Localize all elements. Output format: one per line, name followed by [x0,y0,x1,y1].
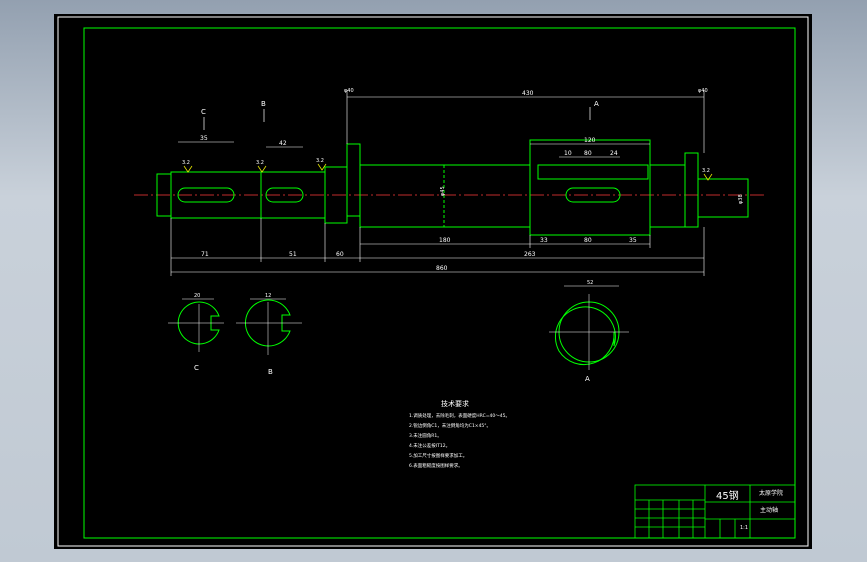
material-label: 45钢 [716,489,739,502]
tech-req-line-3: 3.未注圆角R1。 [409,432,442,439]
scale-label: 1:1 [740,525,748,531]
section-markers: C B A [201,100,599,130]
view-label-c: C [194,364,199,372]
title-block [634,484,796,539]
keyways [177,164,649,203]
dim-seg-1: 71 [201,251,209,258]
roughness-3: 3.2 [316,158,324,164]
section-width-b: 12 [265,293,271,299]
roughness-4: 3.2 [702,168,710,174]
tech-req-line-5: 5.加工尺寸按图样要求加工。 [409,452,467,459]
section-view-b: 12 B [236,293,302,376]
view-label-b: B [268,368,273,376]
technical-requirements: 技术要求 1.调质处理，去除毛刺，表面硬度HRC=40～45。 2.锐边倒角C1… [409,399,510,469]
inner-frame [83,27,796,539]
roughness-2: 3.2 [256,160,264,166]
section-label-b: B [261,100,266,108]
tech-req-line-4: 4.未注公差按IT12。 [409,442,450,449]
dim-seg-7: 35 [629,237,637,244]
dim-seg-3: 60 [336,251,344,258]
tech-req-line-1: 1.调质处理，去除毛刺，表面硬度HRC=40～45。 [409,412,510,419]
tech-req-line-2: 2.锐边倒角C1，未注倒角均为C1×45°。 [409,422,491,429]
section-label-a: A [594,100,599,108]
dim-key-a-2: 80 [584,150,592,157]
section-width-a: 52 [587,280,593,286]
section-width-c: 20 [194,293,200,299]
dim-seg-6: 80 [584,237,592,244]
dim-key-b: 42 [279,140,287,147]
dim-key-a-1: 10 [564,150,572,157]
shaft-drawing: 430 φ40 φ40 120 35 42 10 80 24 71 51 60 … [57,16,809,547]
dim-seg-4: 180 [439,237,451,244]
section-label-c: C [201,108,206,116]
drawing-sheet: 430 φ40 φ40 120 35 42 10 80 24 71 51 60 … [54,14,812,549]
view-label-a: A [585,375,590,383]
dim-overall-top: 430 [522,90,534,97]
part-name-label: 主动轴 [760,506,778,514]
dim-total-bottom: 860 [436,265,448,272]
section-view-c: 20 C [168,293,224,372]
dim-bearing-right: φ40 [698,88,708,94]
roughness-marks: 3.2 3.2 3.2 3.2 [182,158,713,181]
section-view-a: 52 A [549,280,629,383]
dim-seg-5: 33 [540,237,548,244]
dim-key-c: 35 [200,135,208,142]
outer-frame [57,16,809,547]
tech-req-heading: 技术要求 [441,399,469,408]
school-label: 太原学院 [759,489,783,497]
roughness-1: 3.2 [182,160,190,166]
dimension-lines [170,90,705,276]
dim-hub-width: 120 [584,137,596,144]
dim-dia-main: φ45 [440,186,446,196]
dim-dia-right: φ38 [738,194,744,204]
dim-seg-2: 51 [289,251,297,258]
shaft-outline [156,139,749,236]
dim-key-a-3: 24 [610,150,618,157]
tech-req-line-6: 6.表面粗糙度按图样要求。 [409,462,463,469]
dim-mid-length: 263 [524,251,536,258]
dim-bearing-left: φ40 [344,88,354,94]
